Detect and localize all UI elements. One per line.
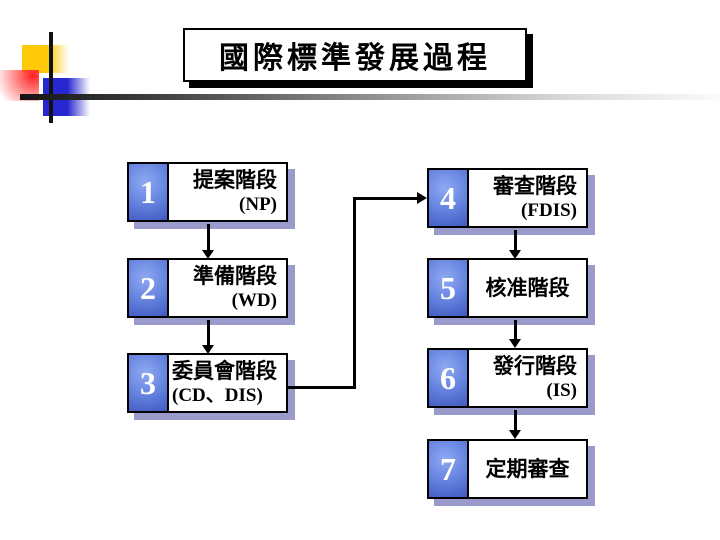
step-number: 2 xyxy=(140,269,156,306)
arrow-down-icon xyxy=(202,250,214,259)
step-3-body: 委員會階段 (CD、DIS) xyxy=(169,355,286,411)
step-1-number-tab: 1 xyxy=(129,164,169,220)
step-label: 發行階段 xyxy=(493,354,577,378)
arrow-down-icon xyxy=(509,250,521,259)
arrow-down-icon xyxy=(509,430,521,439)
step-label: 定期審查 xyxy=(485,456,570,481)
step-box-6: 6 發行階段 (IS) xyxy=(427,348,588,408)
step-code: (CD、DIS) xyxy=(172,385,263,406)
step-6-number-tab: 6 xyxy=(429,350,469,406)
step-box-7: 7 定期審查 xyxy=(427,439,588,499)
step-label: 審查階段 xyxy=(493,174,577,198)
arrow-down-icon xyxy=(509,339,521,348)
step-1-body: 提案階段 (NP) xyxy=(169,164,286,220)
step-7-body: 定期審查 xyxy=(469,441,586,497)
step-2-number-tab: 2 xyxy=(129,260,169,316)
connector-line-2-3 xyxy=(207,320,210,346)
step-5-body: 核准階段 xyxy=(469,260,586,316)
step-3-number-tab: 3 xyxy=(129,355,169,411)
step-code: (FDIS) xyxy=(521,200,577,221)
step-box-4: 4 審查階段 (FDIS) xyxy=(427,168,588,228)
slide-title: 國際標準發展過程 xyxy=(219,42,491,75)
connector-line-1-2 xyxy=(207,224,210,251)
step-5-number-tab: 5 xyxy=(429,260,469,316)
connector-line-6-7 xyxy=(514,410,517,431)
step-code: (WD) xyxy=(231,290,277,311)
decoration-vertical-line xyxy=(49,32,53,123)
step-label: 提案階段 xyxy=(193,168,277,192)
step-6-body: 發行階段 (IS) xyxy=(469,350,586,406)
step-number: 6 xyxy=(440,359,456,396)
arrow-right-icon xyxy=(417,192,427,204)
step-4-body: 審查階段 (FDIS) xyxy=(469,170,586,226)
connector-line-3-4-riser xyxy=(353,197,356,389)
step-code: (NP) xyxy=(239,194,277,215)
step-label: 準備階段 xyxy=(193,264,277,288)
connector-line-4-5 xyxy=(514,230,517,251)
step-box-5: 5 核准階段 xyxy=(427,258,588,318)
step-box-3: 3 委員會階段 (CD、DIS) xyxy=(127,353,288,413)
step-number: 4 xyxy=(440,179,456,216)
step-box-2: 2 準備階段 (WD) xyxy=(127,258,288,318)
step-number: 7 xyxy=(440,450,456,487)
step-7-number-tab: 7 xyxy=(429,441,469,497)
step-label: 核准階段 xyxy=(485,275,570,300)
connector-line-3-4-bottom xyxy=(288,386,356,389)
decoration-gradient-rule xyxy=(20,94,720,100)
step-4-number-tab: 4 xyxy=(429,170,469,226)
step-box-1: 1 提案階段 (NP) xyxy=(127,162,288,222)
step-label: 委員會階段 xyxy=(172,359,277,383)
arrow-down-icon xyxy=(202,345,214,354)
connector-line-3-4-top xyxy=(353,197,418,200)
slide-title-box: 國際標準發展過程 xyxy=(183,28,527,82)
step-number: 3 xyxy=(140,364,156,401)
step-number: 5 xyxy=(440,269,456,306)
connector-line-5-6 xyxy=(514,320,517,340)
decoration-yellow-square xyxy=(22,45,69,73)
step-number: 1 xyxy=(140,173,156,210)
step-2-body: 準備階段 (WD) xyxy=(169,260,286,316)
step-code: (IS) xyxy=(546,380,577,401)
